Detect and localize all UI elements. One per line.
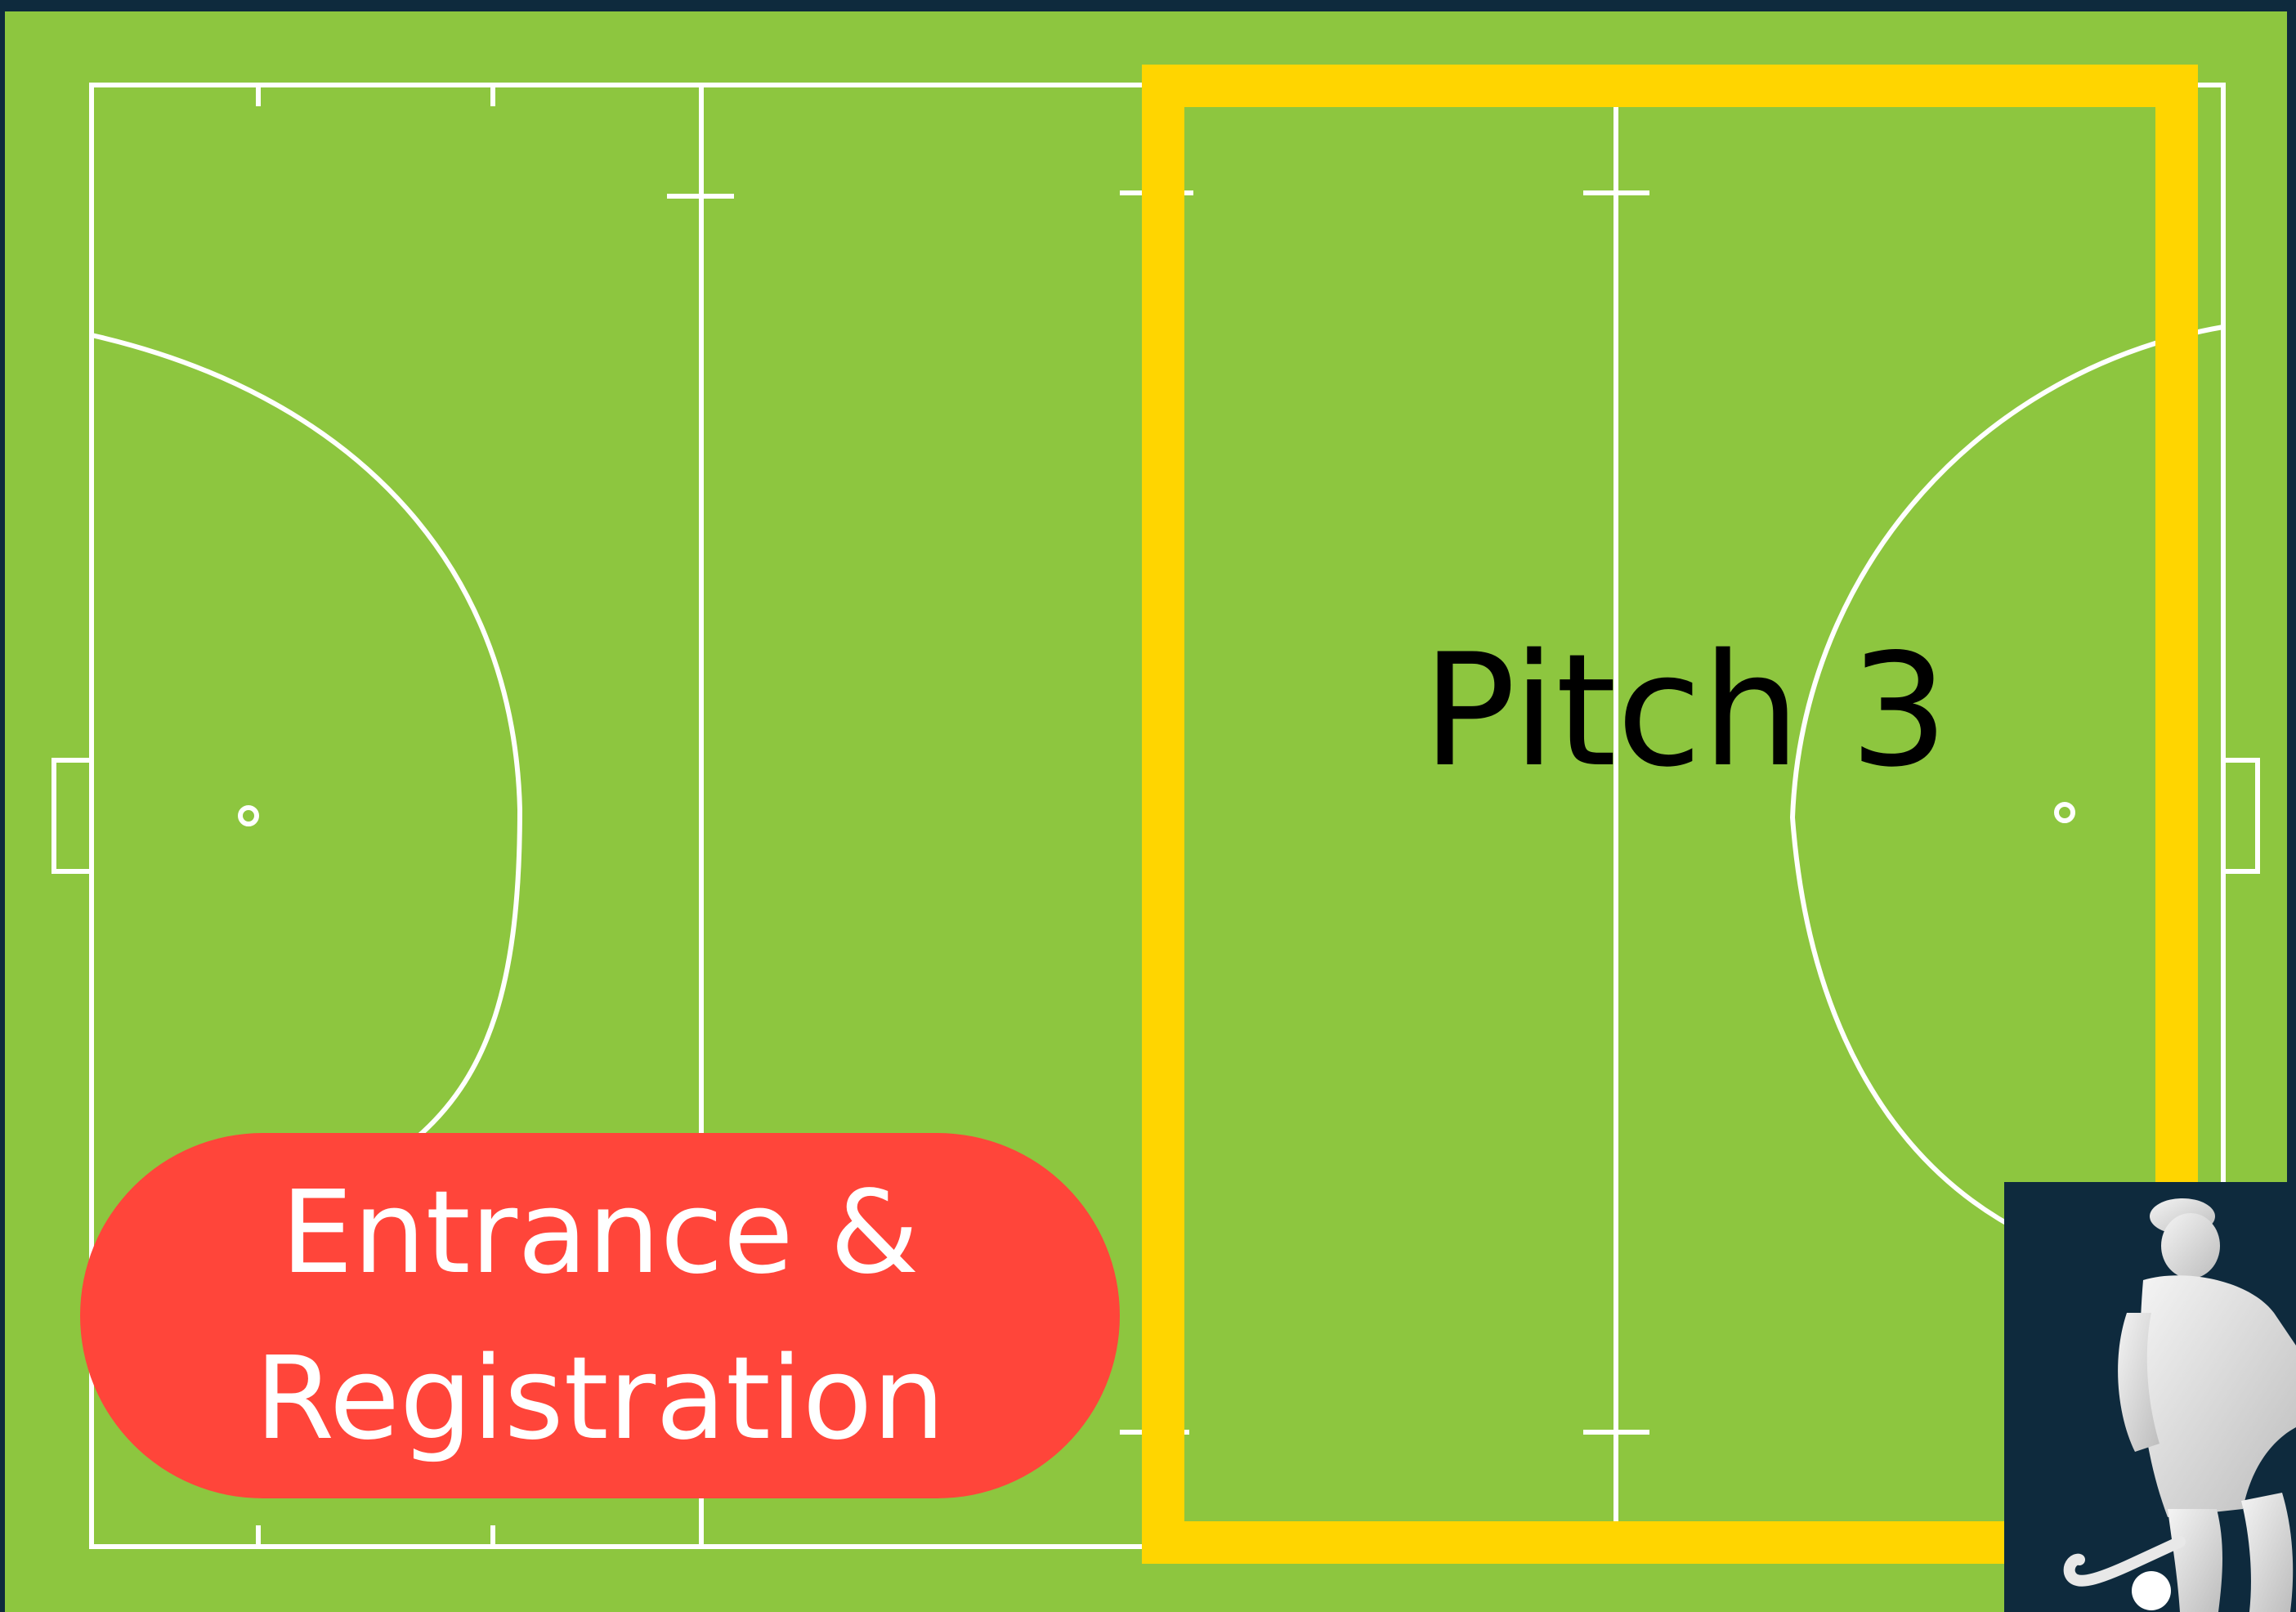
player-silhouette [2063, 1198, 2296, 1612]
right-goal [2223, 758, 2260, 874]
hockey-player-icon [2004, 1182, 2296, 1612]
pitch-label: Pitch 3 [1422, 620, 1949, 801]
registration-line: Registration [254, 1332, 946, 1466]
pitch-3-highlight [1142, 65, 2198, 1564]
left-penalty-spot [238, 805, 259, 826]
left-shooting-circle [91, 333, 523, 1147]
left-goal [51, 758, 92, 874]
entrance-registration-badge: Entrance & Registration [80, 1133, 1120, 1498]
entrance-line: Entrance & [280, 1166, 920, 1300]
right-shooting-circle [1789, 325, 2224, 1237]
right-penalty-spot [2054, 802, 2075, 823]
